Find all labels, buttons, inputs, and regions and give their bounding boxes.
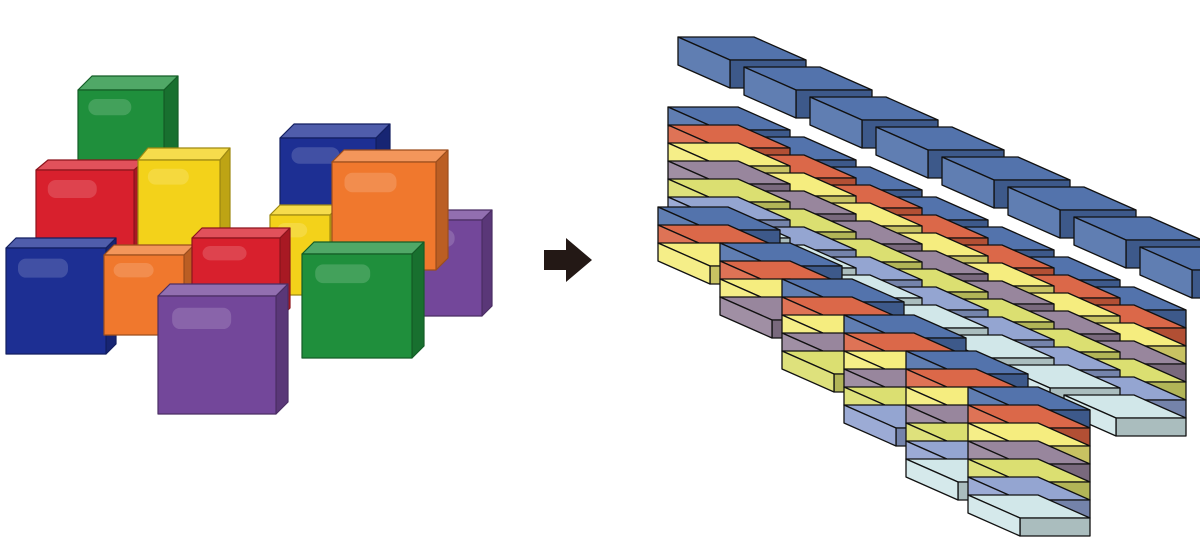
transform-arrow bbox=[538, 230, 598, 290]
cascade-block bbox=[967, 494, 1091, 537]
cube-green-front bbox=[301, 241, 425, 359]
block-wall-illustration bbox=[657, 36, 1200, 537]
toy-cubes-photo bbox=[0, 0, 500, 548]
cap-block bbox=[1139, 246, 1200, 299]
layered-wall-diagram bbox=[600, 0, 1200, 548]
toy-cubes-illustration bbox=[5, 75, 493, 415]
cube-yellow-mid bbox=[137, 147, 231, 249]
right-arrow-icon bbox=[544, 238, 592, 282]
cube-purple-front bbox=[157, 283, 289, 415]
cube-blue-left bbox=[5, 237, 117, 355]
